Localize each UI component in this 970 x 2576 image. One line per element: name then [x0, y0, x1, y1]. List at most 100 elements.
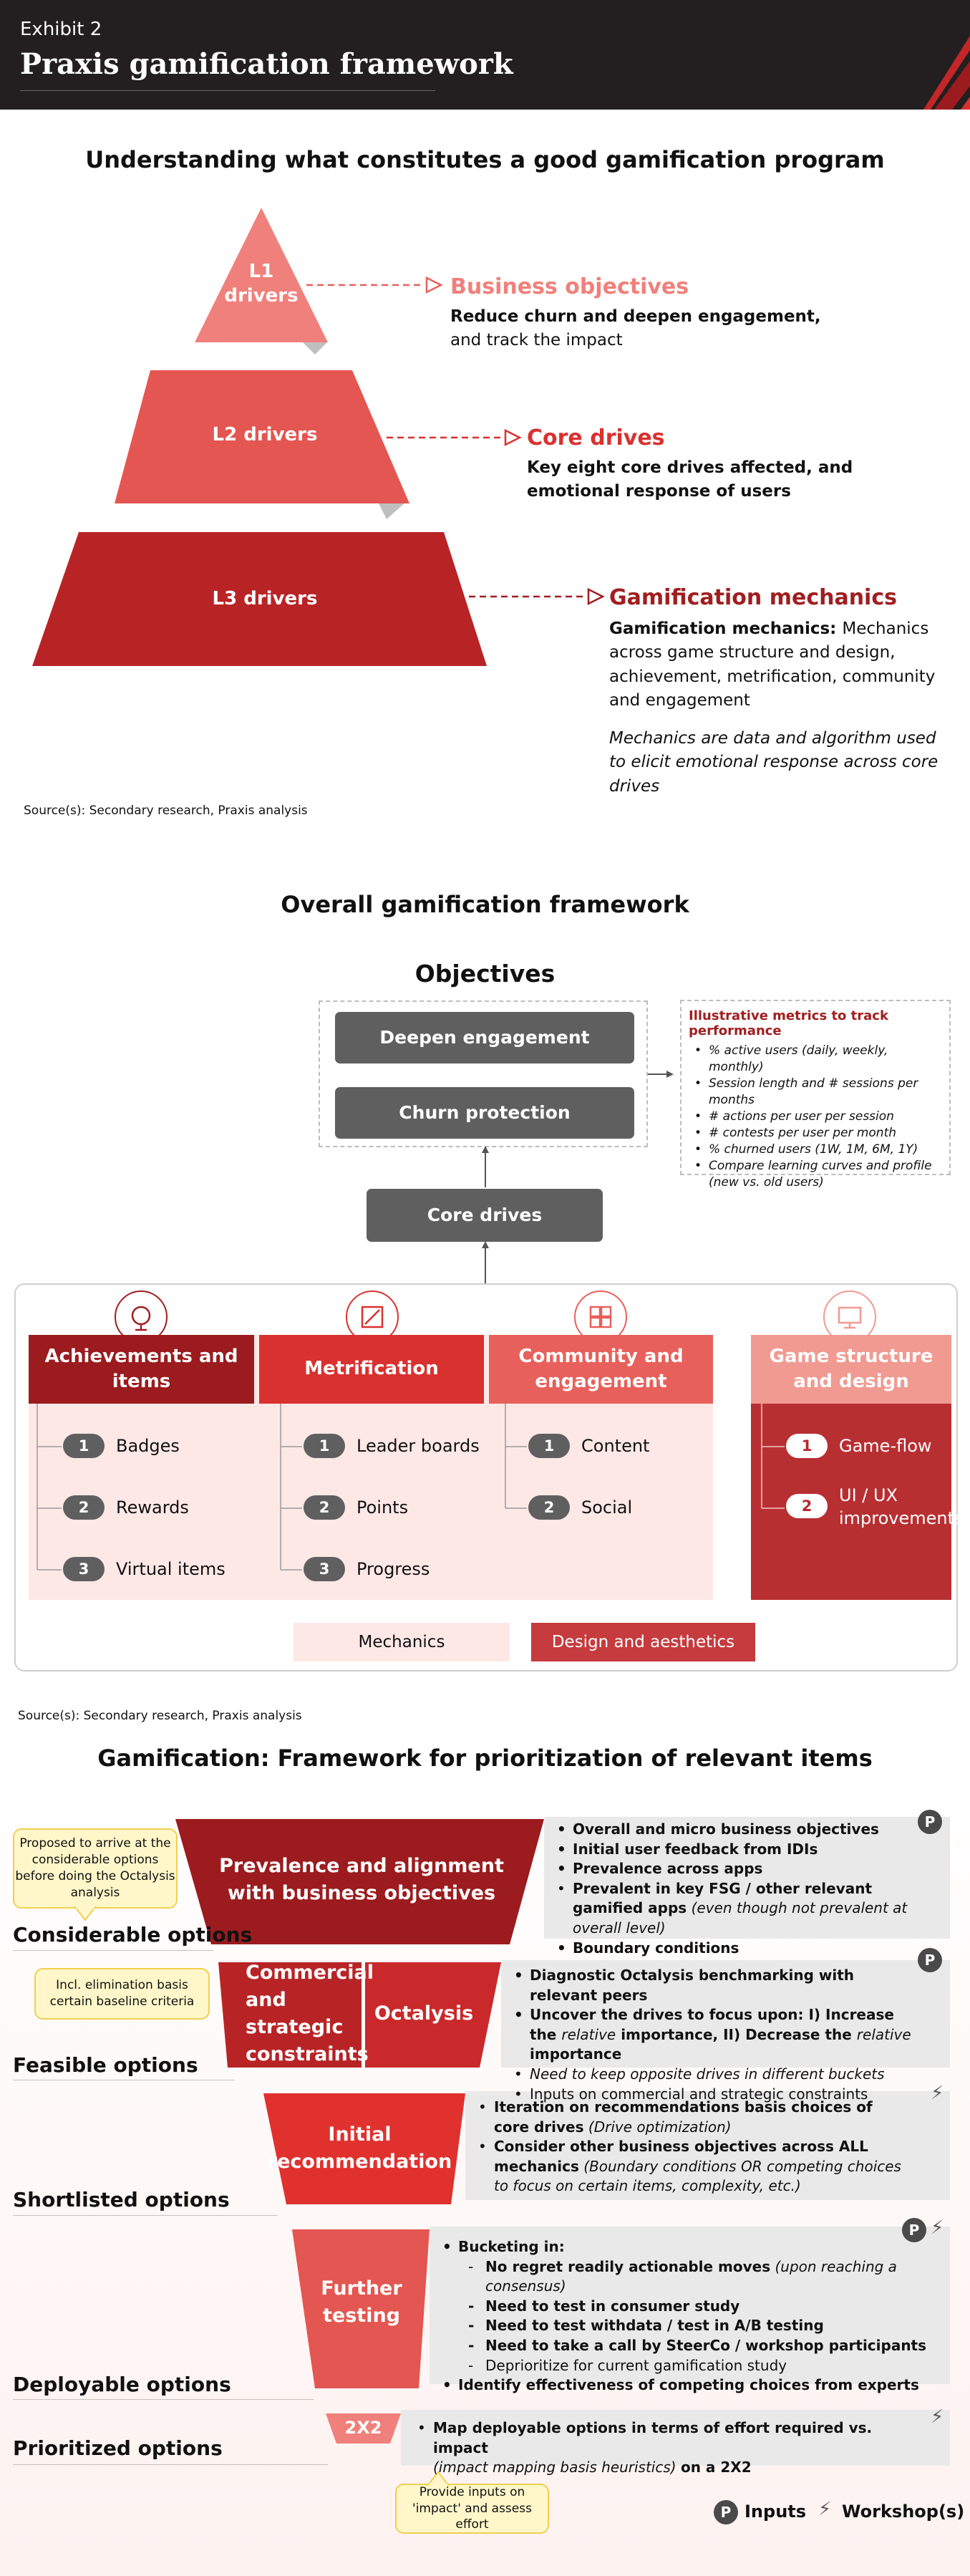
category-game-structure: Game structure and design	[751, 1335, 951, 1404]
l2-arrow	[504, 428, 522, 447]
pyramid-diagram	[32, 208, 605, 666]
callout-prioritized: Provide inputs on 'impact' and assess ef…	[395, 2484, 549, 2534]
mechanics-frame	[14, 1283, 958, 1671]
l2-title: Core drives	[527, 425, 665, 450]
legend-input-marker: P	[714, 2500, 738, 2524]
category-achievements: Achievements and items	[29, 1335, 254, 1404]
callout-considerable: Proposed to arrive at the considerable o…	[13, 1828, 178, 1909]
l2-label: L2 drivers	[212, 424, 318, 445]
stage-prioritized: Prioritized options	[13, 2436, 223, 2460]
stage-divider	[13, 2464, 328, 2465]
l1-arrow	[425, 276, 443, 294]
workshop-bolt-icon: ⚡	[931, 2217, 944, 2239]
section1-title: Understanding what constitutes a good ga…	[85, 146, 885, 173]
l2-desc: Key eight core drives affected, and emot…	[527, 458, 853, 501]
category-metrification: Metrification	[259, 1335, 484, 1404]
objective-churn-protection: Churn protection	[335, 1087, 634, 1139]
stage-shortlisted: Shortlisted options	[13, 2188, 230, 2211]
prioritization-funnel	[175, 1819, 544, 2444]
section2-title: Overall gamification framework	[281, 891, 689, 918]
l3-arrow	[587, 587, 605, 606]
objectives-group	[319, 1000, 648, 1147]
legend-mechanics: Mechanics	[294, 1623, 510, 1661]
metric-item: % churned users (1W, 1M, 6M, 1Y)	[689, 1142, 942, 1158]
metrics-title: Illustrative metrics to track performanc…	[689, 1008, 888, 1038]
step5-details: Map deployable options in terms of effor…	[412, 2418, 913, 2478]
metric-item: # contests per user per month	[689, 1125, 942, 1142]
input-marker: P	[902, 2218, 926, 2242]
legend-inputs: Inputs	[745, 2502, 807, 2522]
funnel-step2a	[218, 1962, 362, 2068]
stage-feasible: Feasible options	[13, 2053, 198, 2077]
core-to-objectives-arrow	[482, 1146, 489, 1187]
input-marker: P	[918, 1810, 942, 1834]
step4-label: Further testing	[321, 2277, 402, 2327]
stage-divider	[13, 1950, 213, 1951]
l1-title: Business objectives	[450, 274, 689, 299]
step1-label: Prevalence and alignment with business o…	[219, 1855, 504, 1904]
step2b-label: Octalysis	[374, 2002, 474, 2025]
step2-details: Diagnostic Octalysis benchmarking with r…	[508, 1966, 920, 2104]
objective-metrics-arrow	[648, 1071, 674, 1078]
category-community: Community and engagement	[489, 1335, 713, 1404]
metric-item: % active users (daily, weekly, monthly)	[689, 1043, 942, 1076]
step3-label: Initial recommendation	[267, 2123, 452, 2173]
step2a-label: Commercial and strategic constraints	[246, 1962, 374, 2065]
l1-desc: Reduce churn and deepen engagement,and t…	[450, 307, 821, 350]
step3-details: Iteration on recommendations basis choic…	[472, 2098, 909, 2196]
input-marker: P	[918, 1948, 942, 1972]
l3-title: Gamification mechanics	[609, 585, 897, 610]
pencil-ruler-icon	[346, 1291, 399, 1344]
section3-title: Gamification: Framework for prioritizati…	[97, 1745, 873, 1772]
metrics-box: Illustrative metrics to track performanc…	[680, 1000, 951, 1190]
step1-details: Overall and micro business objectives In…	[551, 1820, 923, 1958]
page-title: Praxis gamification framework	[20, 47, 513, 81]
l1-triangle	[195, 208, 328, 342]
callout-feasible: Incl. elimination basis certain baseline…	[34, 1968, 210, 2020]
callout-pointer	[426, 2471, 450, 2486]
stage-divider	[13, 2399, 314, 2400]
l3-trapezoid	[32, 532, 487, 666]
category-tree-lines	[37, 1404, 785, 1571]
metric-item: # actions per user per session	[689, 1109, 942, 1125]
funnel-step3	[263, 2093, 465, 2204]
callout-pointer	[73, 1906, 97, 1921]
funnel-step5	[326, 2413, 401, 2444]
workshop-bolt-icon: ⚡	[931, 2083, 944, 2104]
header-decoration	[923, 36, 970, 110]
funnel-step1	[175, 1819, 544, 1944]
mechanics-to-core-arrow	[482, 1241, 489, 1284]
stage-divider	[13, 2215, 278, 2216]
funnel-step4	[292, 2229, 430, 2388]
legend-workshop-bolt-icon: ⚡	[818, 2499, 832, 2520]
stage-deployable: Deployable options	[13, 2373, 231, 2396]
metric-item: Session length and # sessions per months	[689, 1076, 942, 1109]
l2-trapezoid	[115, 370, 409, 503]
header-bar	[0, 0, 970, 110]
stage-considerable: Considerable options	[13, 1923, 253, 1947]
l3-note: Mechanics are data and algorithm used to…	[609, 729, 939, 796]
section2-source: Source(s): Secondary research, Praxis an…	[18, 1709, 302, 1723]
step4-details: Bucketing in: No regret readily actionab…	[437, 2237, 938, 2396]
step5-label: 2X2	[344, 2418, 382, 2438]
objective-deepen-engagement: Deepen engagement	[335, 1012, 634, 1063]
trophy-icon	[115, 1291, 168, 1344]
legend-design-aesthetics: Design and aesthetics	[531, 1623, 755, 1661]
l1-shadow	[301, 340, 328, 354]
workshop-bolt-icon: ⚡	[931, 2406, 944, 2428]
header-rule	[20, 90, 435, 91]
core-drives-box: Core drives	[367, 1189, 603, 1242]
l3-label: L3 drivers	[212, 588, 318, 609]
objectives-title: Objectives	[414, 960, 556, 988]
legend-workshops: Workshop(s)	[842, 2502, 965, 2522]
